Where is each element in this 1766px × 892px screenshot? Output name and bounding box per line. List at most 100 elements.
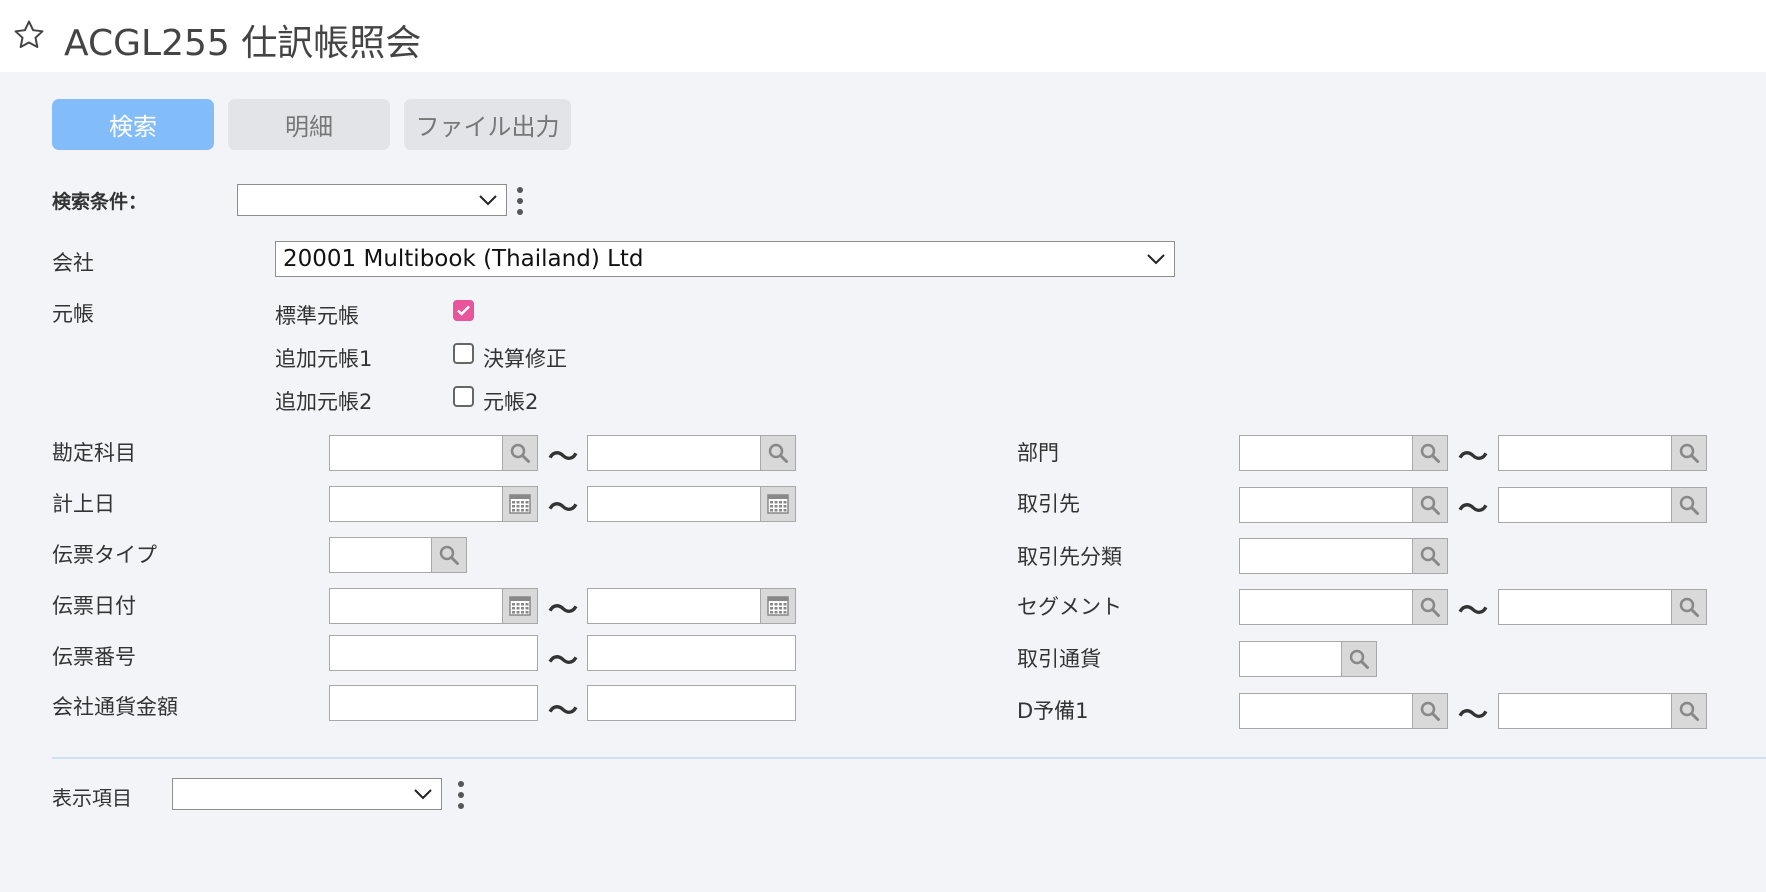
display-items-select[interactable] (172, 778, 442, 810)
range-tilde: 〜 (1458, 698, 1488, 733)
search-icon (768, 443, 788, 463)
slip-date-to-input[interactable] (587, 588, 762, 624)
slip-type-input[interactable] (329, 537, 433, 573)
department-from-lookup[interactable] (1412, 435, 1448, 471)
search-icon (1420, 495, 1440, 515)
posting-date-to-input[interactable] (587, 486, 762, 522)
ledger-additional1-option: 決算修正 (483, 347, 567, 371)
slip-number-from-input[interactable] (329, 635, 538, 671)
search-icon (1679, 443, 1699, 463)
posting-date-from-input[interactable] (329, 486, 504, 522)
d-reserve1-to-lookup[interactable] (1671, 693, 1707, 729)
slip-type-lookup[interactable] (431, 537, 467, 573)
search-icon (1420, 546, 1440, 566)
transaction-currency-input[interactable] (1239, 641, 1343, 677)
section-divider (52, 757, 1766, 759)
partner-category-lookup[interactable] (1412, 538, 1448, 574)
company-currency-amount-label: 会社通貨金額 (52, 695, 178, 719)
account-from-lookup[interactable] (502, 435, 538, 471)
department-to-input[interactable] (1498, 435, 1673, 471)
posting-date-from-picker[interactable] (502, 486, 538, 522)
partner-category-label: 取引先分類 (1017, 545, 1122, 569)
department-to-lookup[interactable] (1671, 435, 1707, 471)
ledger-additional1-label: 追加元帳1 (275, 347, 373, 371)
company-select[interactable]: 20001 Multibook (Thailand) Ltd (275, 241, 1175, 277)
chevron-down-icon (414, 789, 432, 800)
search-icon (1679, 495, 1699, 515)
search-condition-menu-icon[interactable] (516, 186, 524, 216)
account-label: 勘定科目 (52, 441, 136, 465)
company-currency-amount-to-input[interactable] (587, 685, 796, 721)
slip-number-label: 伝票番号 (52, 645, 136, 669)
calendar-icon (767, 596, 789, 616)
segment-to-lookup[interactable] (1671, 589, 1707, 625)
page-title: ACGL255 仕訳帳照会 (64, 23, 422, 64)
range-tilde: 〜 (1458, 594, 1488, 629)
ledger-additional2-checkbox[interactable] (453, 386, 474, 407)
posting-date-to-picker[interactable] (760, 486, 796, 522)
company-currency-amount-from-input[interactable] (329, 685, 538, 721)
partner-label: 取引先 (1017, 492, 1080, 516)
partner-from-lookup[interactable] (1412, 487, 1448, 523)
chevron-down-icon (479, 195, 497, 206)
search-icon (510, 443, 530, 463)
d-reserve1-label: D予備1 (1017, 699, 1089, 723)
department-from-input[interactable] (1239, 435, 1414, 471)
page-header: ACGL255 仕訳帳照会 (0, 0, 1766, 72)
search-icon (1420, 443, 1440, 463)
display-items-label: 表示項目 (52, 786, 132, 810)
segment-label: セグメント (1017, 595, 1122, 619)
ledger-label: 元帳 (52, 302, 94, 326)
search-condition-label: 検索条件： (52, 191, 148, 213)
search-icon (1349, 649, 1369, 669)
search-icon (1420, 701, 1440, 721)
account-to-lookup[interactable] (760, 435, 796, 471)
ledger-additional1-checkbox[interactable] (453, 343, 474, 364)
segment-from-input[interactable] (1239, 589, 1414, 625)
file-export-button[interactable]: ファイル出力 (404, 99, 571, 150)
search-icon (1420, 597, 1440, 617)
slip-date-from-input[interactable] (329, 588, 504, 624)
slip-date-to-picker[interactable] (760, 588, 796, 624)
display-items-menu-icon[interactable] (457, 780, 465, 810)
checkmark-icon (457, 305, 470, 316)
ledger-standard-checkbox[interactable] (453, 300, 474, 321)
slip-date-from-picker[interactable] (502, 588, 538, 624)
slip-date-label: 伝票日付 (52, 594, 136, 618)
partner-from-input[interactable] (1239, 487, 1414, 523)
partner-category-input[interactable] (1239, 538, 1414, 574)
d-reserve1-to-input[interactable] (1498, 693, 1673, 729)
range-tilde: 〜 (548, 440, 578, 475)
transaction-currency-label: 取引通貨 (1017, 647, 1101, 671)
segment-from-lookup[interactable] (1412, 589, 1448, 625)
search-icon (1679, 701, 1699, 721)
detail-button[interactable]: 明細 (228, 99, 390, 150)
d-reserve1-from-lookup[interactable] (1412, 693, 1448, 729)
calendar-icon (509, 494, 531, 514)
partner-to-input[interactable] (1498, 487, 1673, 523)
d-reserve1-from-input[interactable] (1239, 693, 1414, 729)
account-from-input[interactable] (329, 435, 504, 471)
posting-date-label: 計上日 (52, 492, 115, 516)
chevron-down-icon (1147, 254, 1165, 265)
range-tilde: 〜 (548, 694, 578, 729)
range-tilde: 〜 (548, 593, 578, 628)
range-tilde: 〜 (1458, 492, 1488, 527)
calendar-icon (509, 596, 531, 616)
search-icon (439, 545, 459, 565)
range-tilde: 〜 (1458, 440, 1488, 475)
transaction-currency-lookup[interactable] (1341, 641, 1377, 677)
calendar-icon (767, 494, 789, 514)
ledger-additional2-option: 元帳2 (483, 390, 539, 414)
slip-type-label: 伝票タイプ (52, 543, 157, 567)
search-condition-select[interactable] (237, 184, 507, 216)
slip-number-to-input[interactable] (587, 635, 796, 671)
ledger-additional2-label: 追加元帳2 (275, 390, 373, 414)
segment-to-input[interactable] (1498, 589, 1673, 625)
search-icon (1679, 597, 1699, 617)
account-to-input[interactable] (587, 435, 762, 471)
partner-to-lookup[interactable] (1671, 487, 1707, 523)
search-button[interactable]: 検索 (52, 99, 214, 150)
department-label: 部門 (1017, 441, 1059, 465)
favorite-star-icon[interactable] (12, 18, 46, 52)
